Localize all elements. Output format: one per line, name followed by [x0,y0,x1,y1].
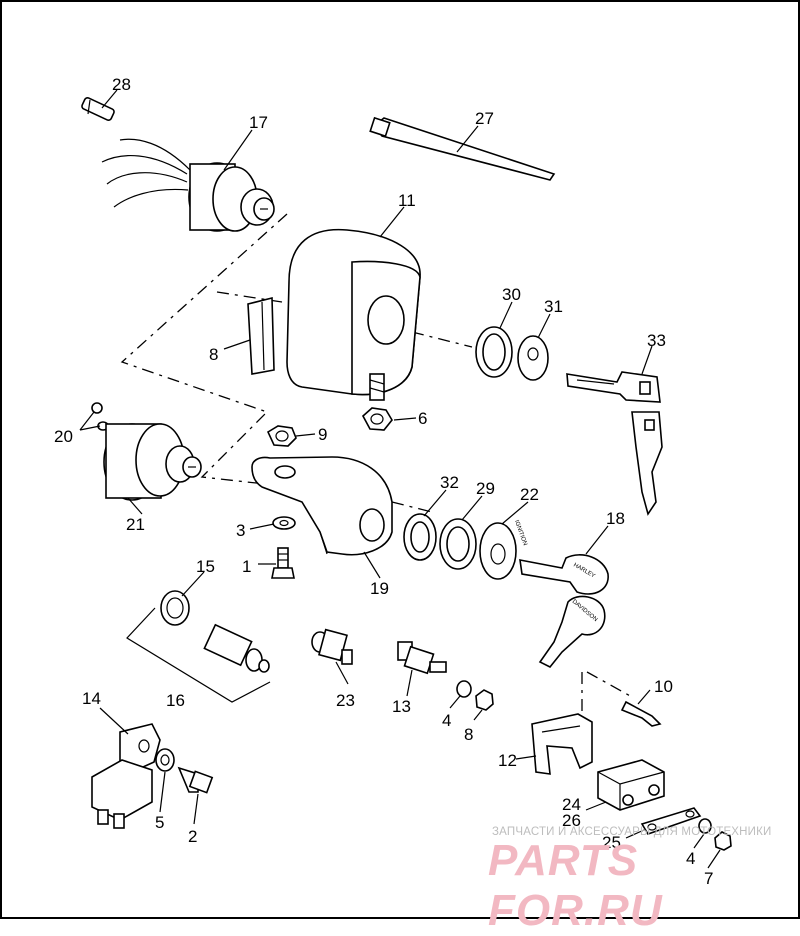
clip-part-8 [247,296,275,375]
callout-25: 25 [602,833,621,852]
bolt-part-1 [271,547,295,579]
washer-part-3 [272,516,296,530]
ignition-switch-part-17 [101,138,275,232]
lockwasher-part-4 [456,680,472,698]
callout-13: 13 [392,697,411,716]
switch-part-21 [103,423,202,501]
switch-housing-part-11 [286,228,421,401]
callout-30: 30 [502,285,521,304]
bracket-part-19 [251,456,393,556]
callout-12: 12 [498,751,517,770]
cover-part-22 [479,522,517,580]
callout-5: 5 [155,813,165,832]
washer-part-15 [160,590,190,626]
switch-part-23 [311,628,353,665]
cover-part-31 [517,335,549,381]
exploded-view-drawing [79,89,732,869]
callout-17: 17 [249,113,268,132]
callout-10: 10 [654,677,673,696]
callout-16: 16 [166,691,185,710]
watermark-logo: PARTS FOR.RU [488,836,663,935]
leader-lines [79,89,721,869]
callout-24: 24 [562,795,581,814]
callout-32: 32 [440,473,459,492]
bracket-part-12 [531,713,593,775]
callout-19: 19 [370,579,389,598]
cable-tie-part-27 [369,116,556,181]
breaker-part-24 [597,759,665,811]
callout-26: 26 [562,811,581,830]
callout-4: 4 [442,711,452,730]
callout-8: 8 [209,345,219,364]
ring-part-32 [403,513,437,561]
link-part-25 [640,807,702,835]
keys-part-33 [566,371,663,516]
star-washer-part-5 [155,748,175,772]
callout-29: 29 [476,479,495,498]
bolt-part-2 [177,766,214,794]
washer-part-4b [698,818,712,834]
callout-1: 1 [242,557,252,576]
callout-33: 33 [647,331,666,350]
callout-15: 15 [196,557,215,576]
callout-2: 2 [188,827,198,846]
bezel-part-30 [475,326,513,378]
keys-part-18 [519,554,609,669]
fuse-part-28 [81,96,115,122]
nut-part-7 [714,831,732,851]
callout-8-lower: 8 [464,725,474,744]
callout-18: 18 [606,509,625,528]
nut-part-8b [475,689,494,711]
switch-part-16 [126,607,271,703]
bulb-part-10 [620,700,662,727]
callout-14: 14 [82,689,101,708]
callout-11: 11 [398,191,416,210]
sensor-part-13 [397,641,447,675]
callout-21: 21 [126,515,145,534]
callout-23: 23 [336,691,355,710]
ring-part-29 [439,518,477,570]
callout-4-lower: 4 [686,849,696,868]
callout-22: 22 [520,485,539,504]
callout-28: 28 [112,75,131,94]
callout-9: 9 [318,425,328,444]
callout-3: 3 [236,521,246,540]
callout-31: 31 [544,297,563,316]
relay-part-14 [91,723,161,829]
nut-part-6 [361,407,393,431]
callout-20: 20 [54,427,73,446]
callout-6: 6 [418,409,428,428]
nut-part-9 [266,425,297,447]
callout-27: 27 [475,109,494,128]
watermark-caption: ЗАПЧАСТИ И АКСЕССУАРЫ ДЛЯ МОТОТЕХНИКИ [492,826,772,838]
callout-7: 7 [704,869,714,888]
